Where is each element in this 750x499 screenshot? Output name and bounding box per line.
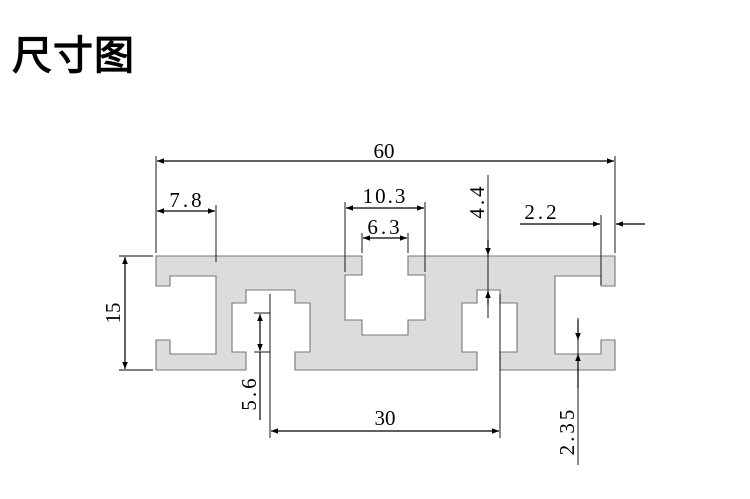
profile-section [155,255,616,371]
dim-label-height: 15 [101,303,125,324]
dim-overall-width: 60 [155,139,616,253]
dim-label-top-wall: 4.4 [465,183,489,218]
dim-label-right-lip: 2.2 [524,200,559,224]
dim-top-wall: 4.4 [465,175,491,318]
dim-label-slot-edge: 7.8 [169,188,204,212]
dim-lower-span: 30 [269,294,501,438]
dim-label-lower-slot: 5.6 [237,375,261,410]
dim-label-overall-width: 60 [374,139,395,163]
dim-label-center-slot: 6.3 [367,215,402,239]
dim-label-bottom-lip: 2.35 [555,407,579,456]
dim-right-lip: 2.2 [520,200,645,285]
dim-center-opening: 10.3 [344,184,426,272]
dim-lower-slot: 5.6 [237,312,270,420]
dim-height: 15 [101,255,153,371]
dim-center-slot: 6.3 [361,215,409,253]
page-title: 尺寸图 [12,33,135,79]
dim-slot-edge: 7.8 [157,188,217,262]
dim-label-lower-span: 30 [375,406,396,430]
dim-label-center-opening: 10.3 [363,184,408,208]
dim-bottom-lip: 2.35 [555,318,581,465]
